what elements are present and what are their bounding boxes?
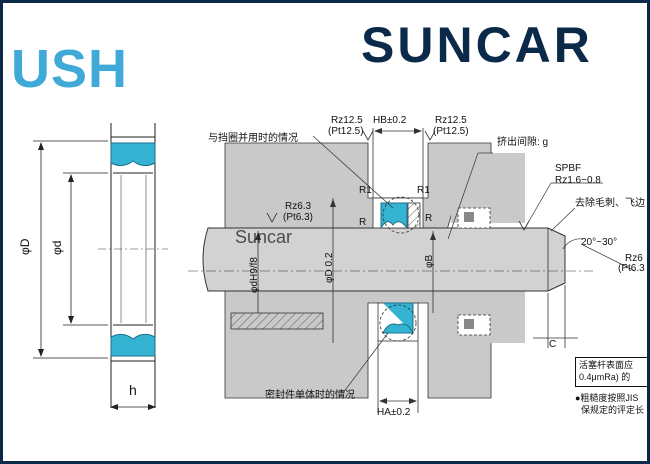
leader-rz-cut: [582, 244, 636, 272]
phi-D-cross-label: φD: [18, 238, 32, 255]
label-phi-D-02: φD 0.2: [324, 252, 335, 283]
label-single-seal: 密封件单体时的情况: [265, 388, 355, 401]
phi-D-arrow-bottom: [38, 349, 44, 357]
label-rz-right: Rz12.5: [435, 115, 467, 126]
label-hb: HB±0.2: [373, 115, 407, 126]
roughness-mark-rz63: [266, 212, 278, 223]
detail-circle-bottom: [379, 304, 417, 342]
piston-rod: [202, 227, 566, 292]
label-deburr: 去除毛刺、飞边: [575, 196, 645, 209]
label-pt-right: (Pt12.5): [433, 126, 469, 137]
note-line-2: 0.4μmRa) 的: [579, 372, 631, 382]
housing-right-top: [451, 153, 525, 223]
label-r1-right: R1: [417, 185, 430, 196]
roughness-mark-hb-left: [362, 130, 374, 141]
label-phi-dh9: φdH9/f8: [249, 257, 260, 293]
label-pt63: (Pt6.3): [283, 212, 313, 223]
note-line-1: 活塞杆表面应: [579, 360, 634, 370]
phi-B-arrow: [430, 232, 436, 240]
label-r-right: R: [425, 213, 432, 224]
h-label: h: [129, 382, 137, 398]
label-r-left: R: [359, 217, 366, 228]
label-angle: 20°~30°: [581, 237, 617, 248]
label-r1-left: R1: [359, 185, 372, 196]
seal-installation-diagram: φD φd h: [18, 115, 645, 418]
phi-dh9-arrow: [255, 232, 261, 240]
wiper-top-core: [464, 212, 474, 222]
label-rz63: Rz6.3: [285, 201, 312, 212]
backup-ring-top: [407, 202, 421, 229]
leader-single-seal: [342, 332, 389, 394]
brand-logo-left: USH: [11, 39, 129, 99]
label-c: C: [549, 339, 556, 350]
phi-d-arrow-top: [68, 174, 74, 182]
ha-arrow-left: [379, 398, 387, 404]
phi-d-cross-label: φd: [50, 241, 64, 255]
note-line-3: ●粗糙度按照JIS: [575, 393, 639, 403]
leader-deburr: [550, 207, 576, 232]
label-rz-hb: Rz12.5: [331, 115, 363, 126]
roughness-mark-spbf: [518, 220, 530, 231]
label-rz-cut: Rz6: [625, 253, 643, 264]
label-spbf: SPBF: [555, 163, 581, 174]
label-with-ring: 与挡圈并用时的情况: [208, 131, 298, 144]
leader-spbf: [524, 182, 552, 229]
wiper-bottom-core: [464, 319, 474, 329]
label-extrusion-gap: 挤出间隙: g: [497, 135, 548, 148]
h-arrow-left: [110, 404, 118, 410]
hb-arrow-left: [374, 128, 382, 134]
label-ha: HA±0.2: [377, 407, 411, 418]
note-line-4: 保规定的评定长: [581, 405, 645, 415]
hb-arrow-right: [414, 128, 422, 134]
leader-gap: [447, 152, 479, 240]
leader-with-ring: [312, 135, 394, 209]
watermark-text: Suncar: [235, 227, 292, 247]
seal-cross-section: φD φd h: [18, 123, 168, 410]
ha-arrow-right: [409, 398, 417, 404]
phi-D-arrow: [330, 199, 336, 207]
label-pt-hb: (Pt12.5): [328, 126, 364, 137]
label-rz-roughness: Rz1.6~0.8: [555, 175, 601, 186]
seal-profile-bottom: [110, 333, 156, 357]
phi-d-arrow-bottom: [68, 316, 74, 324]
note-box: [575, 357, 647, 387]
wear-ring-strip: [230, 312, 324, 330]
phi-D-arrow-top: [38, 142, 44, 150]
installed-seal-top: [380, 202, 408, 230]
seal-profile-top: [110, 142, 156, 167]
detail-circle-top: [382, 196, 420, 234]
label-pt-cut: (Pt6.3: [618, 263, 645, 274]
h-arrow-right: [148, 404, 156, 410]
label-phi-B: φB: [424, 255, 435, 268]
brand-logo-suncar: SUNCAR: [361, 17, 593, 73]
angle-arc: [562, 238, 584, 250]
installation-view: 与挡圈并用时的情况 Rz12.5 (Pt12.5) HB±0.2 Rz12.5 …: [188, 115, 645, 418]
roughness-mark-hb-right: [424, 130, 436, 141]
